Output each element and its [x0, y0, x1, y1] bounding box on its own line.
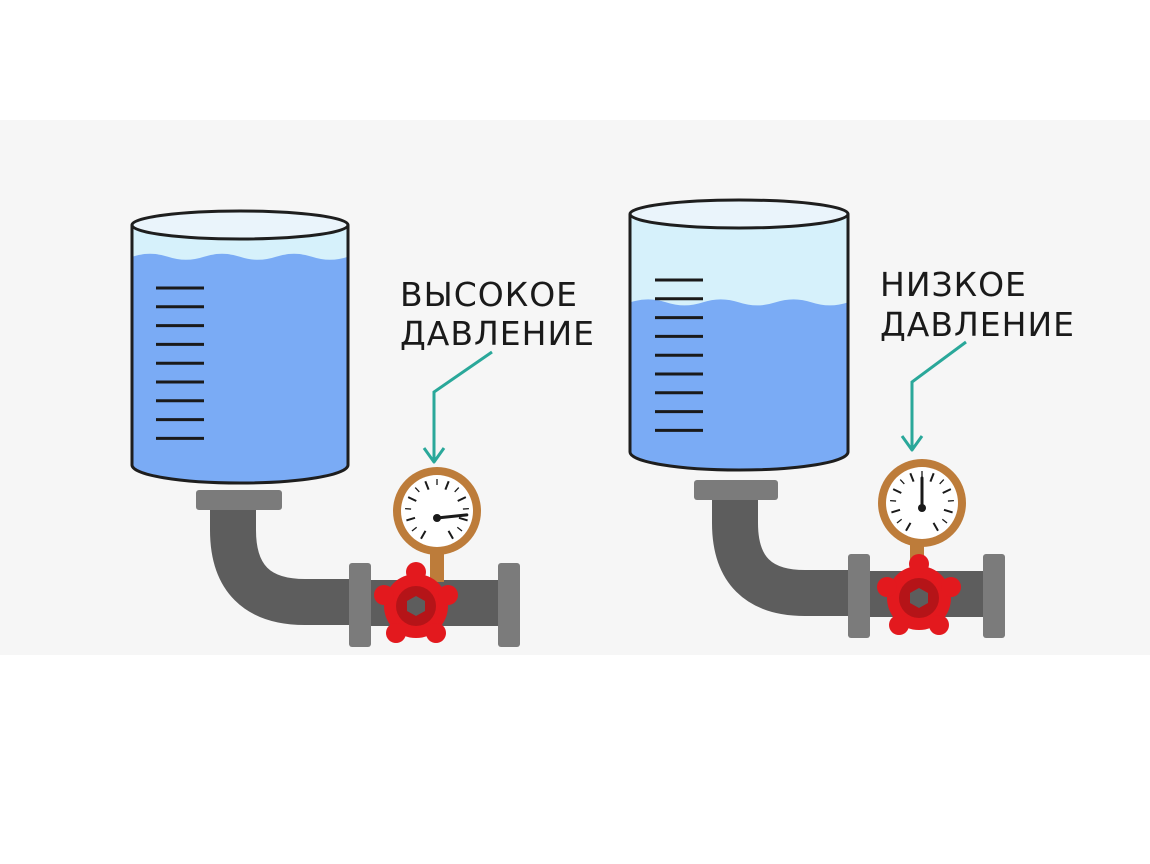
right-gauge-ticks — [890, 471, 954, 532]
right-assembly: НИЗКОЕ ДАВЛЕНИЕ — [628, 198, 1075, 638]
gauge-tick — [411, 526, 418, 532]
gauge-tick — [929, 472, 935, 482]
left-pipe-flange-outlet — [498, 563, 520, 647]
left-label-line2: ДАВЛЕНИЕ — [400, 314, 595, 353]
gauge-tick — [899, 479, 905, 485]
left-gauge-ticks — [405, 479, 469, 540]
gauge-tick — [909, 472, 915, 482]
left-pressure-gauge — [393, 467, 481, 555]
left-pipe-elbow — [210, 505, 360, 625]
left-tank-water — [132, 253, 348, 483]
left-pointer-arrow — [432, 350, 493, 460]
left-label-line1: ВЫСОКОЕ — [400, 275, 578, 314]
right-pipe-flange-inlet — [848, 554, 870, 638]
right-tank-water — [630, 299, 848, 470]
left-gauge-stem — [430, 546, 444, 582]
right-tank — [628, 198, 850, 472]
gauge-tick — [424, 480, 430, 490]
gauge-tick — [456, 526, 463, 532]
gauge-tick — [444, 480, 450, 490]
gauge-tick — [892, 488, 902, 494]
right-pipe-elbow — [712, 495, 860, 616]
left-tank-scale-marks — [156, 286, 204, 440]
right-pointer-arrow — [910, 340, 967, 448]
left-valve-handwheel — [374, 562, 458, 643]
gauge-tick — [905, 522, 912, 532]
gauge-tick — [891, 508, 901, 514]
right-pipe-flange-outlet — [983, 554, 1005, 638]
gauge-tick — [454, 487, 460, 493]
gauge-tick — [420, 530, 427, 540]
gauge-tick — [939, 479, 945, 485]
right-tank-scale-marks — [655, 278, 703, 432]
gauge-tick — [943, 508, 953, 514]
right-valve-handwheel — [877, 554, 961, 635]
left-tank-outlet-flange — [196, 490, 282, 510]
gauge-tick — [941, 518, 948, 524]
gauge-tick — [447, 530, 454, 540]
gauge-tick — [457, 496, 467, 502]
gauge-tick — [414, 487, 420, 493]
right-arrow-head-icon — [900, 435, 924, 452]
right-tank-outlet-flange — [694, 480, 778, 500]
left-pipe-flange-inlet — [349, 563, 371, 647]
gauge-tick — [458, 516, 468, 522]
gauge-tick — [896, 518, 903, 524]
gauge-tick — [932, 522, 939, 532]
gauge-tick — [942, 488, 952, 494]
right-label-line1: НИЗКОЕ — [880, 265, 1027, 304]
left-tank — [130, 209, 350, 485]
right-pressure-gauge — [878, 459, 966, 547]
gauge-tick — [406, 516, 416, 522]
right-label-line2: ДАВЛЕНИЕ — [880, 305, 1075, 344]
gauge-tick — [407, 496, 417, 502]
left-gauge-needle-icon — [435, 513, 469, 520]
left-assembly: ВЫСОКОЕ ДАВЛЕНИЕ — [130, 209, 595, 647]
left-arrow-head-icon — [422, 447, 446, 464]
